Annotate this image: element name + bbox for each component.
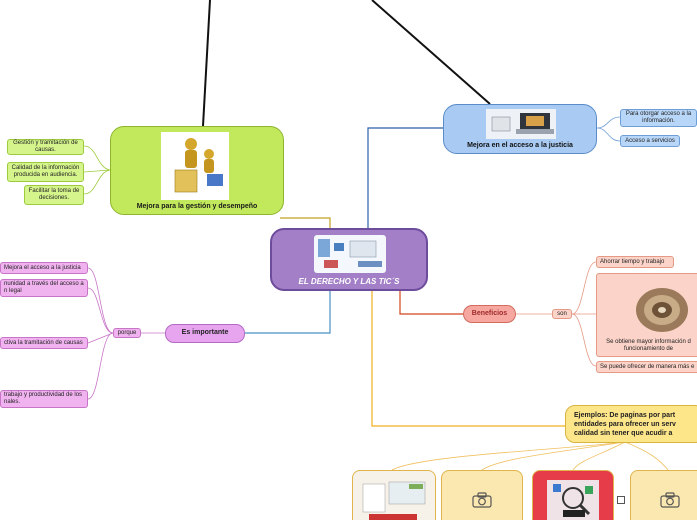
gestion-item-2[interactable]: Calidad de la información producida en a… <box>7 162 84 182</box>
link-central-gestion <box>280 217 331 230</box>
link-central-acceso <box>367 127 443 230</box>
importante-item-2[interactable]: nunidad a través del acceso a n legal <box>0 279 88 297</box>
gestion-image <box>161 132 229 200</box>
gestion-title: Mejora para la gestión y desempeño <box>136 203 258 210</box>
beneficios-item-2[interactable]: Se obtiene mayor información d funcionam… <box>596 273 697 357</box>
gestion-node[interactable]: Mejora para la gestión y desempeño <box>110 126 284 215</box>
camera-icon <box>472 492 492 508</box>
importante-item-3[interactable]: ctiva la tramitación de causas <box>0 337 88 349</box>
beneficios-connector: son <box>552 309 572 319</box>
importante-item-4[interactable]: trabajo y productividad de los nales. <box>0 390 88 408</box>
beneficios-image <box>622 278 692 338</box>
ejemplos-title: Ejemplos: De paginas por part entidades … <box>574 412 676 437</box>
link-central-beneficios <box>399 290 463 315</box>
acceso-item-2[interactable]: Acceso a servicios <box>620 135 680 147</box>
laptop-illustration <box>491 113 554 134</box>
link-central-importante <box>245 290 331 334</box>
acceso-image <box>486 109 556 139</box>
ejemplos-node[interactable]: Ejemplos: De paginas por part entidades … <box>565 405 697 443</box>
example-frame-2[interactable] <box>441 470 523 520</box>
example-frame-3[interactable] <box>532 470 614 520</box>
importante-connector: porque <box>113 328 141 338</box>
importante-node[interactable]: Es importante <box>165 324 245 343</box>
acceso-node[interactable]: Mejora en el acceso a la justicia <box>443 104 597 154</box>
central-image <box>314 235 386 273</box>
gold-figures-illustration <box>174 138 223 193</box>
example-frame-1[interactable] <box>352 470 436 520</box>
link-central-ejemplos <box>371 290 565 427</box>
beneficios-item-1[interactable]: Ahorrar tiempo y trabajo <box>596 256 674 268</box>
central-node[interactable]: EL DERECHO Y LAS TIC´S <box>270 228 428 291</box>
example-frame-4[interactable] <box>630 470 697 520</box>
target-illustration <box>636 288 688 332</box>
acceso-title: Mejora en el acceso a la justicia <box>467 142 573 149</box>
link-top-left <box>202 0 211 127</box>
gestion-item-1[interactable]: Gestión y tramitación de causas. <box>7 139 84 155</box>
importante-title: Es importante <box>181 329 229 336</box>
central-title: EL DERECHO Y LAS TIC´S <box>298 277 400 286</box>
importante-item-1[interactable]: Mejora el acceso a la justicia <box>0 262 88 274</box>
acceso-item-1[interactable]: Para otorgar acceso a la información. <box>620 109 697 127</box>
imss-logo-illustration <box>547 480 599 520</box>
gestion-item-3[interactable]: Facilitar la toma de decisiones. <box>24 185 84 205</box>
computers-illustration <box>318 239 382 268</box>
desk-illustration <box>362 481 426 520</box>
link-top-right <box>371 0 491 105</box>
link-icon[interactable] <box>617 496 625 504</box>
beneficios-title: Beneficios <box>471 310 508 317</box>
beneficios-item-3[interactable]: Se puede ofrecer de manera más e <box>596 361 697 373</box>
beneficios-node[interactable]: Beneficios <box>463 305 516 323</box>
camera-icon <box>660 492 680 508</box>
